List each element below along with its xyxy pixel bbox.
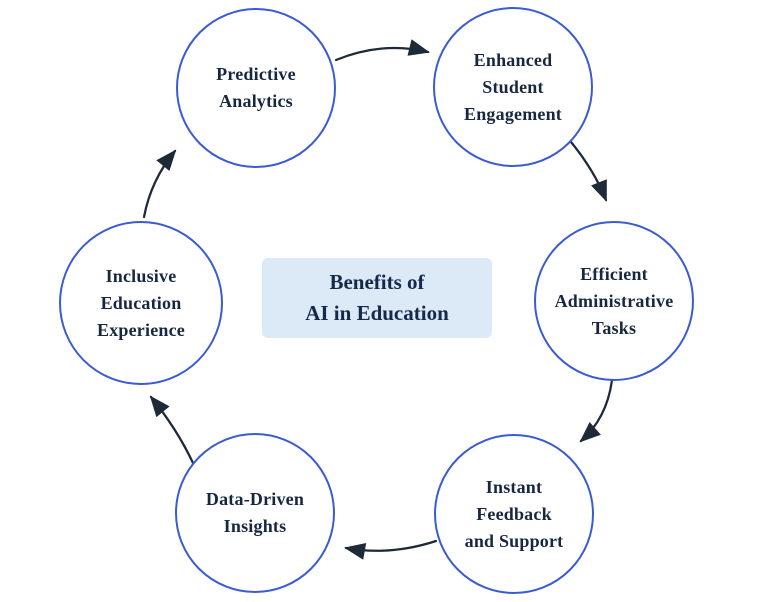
center-title-box: Benefits of AI in Education [262,258,492,338]
node-enhanced-student-engagement: Enhanced Student Engagement [433,7,593,167]
node-label: Enhanced Student Engagement [464,47,562,128]
node-label: Instant Feedback and Support [465,474,564,555]
node-label-line: Instant [485,476,543,497]
arrow-administrative-to-feedback [579,378,614,443]
diagram-title: Benefits of AI in Education [305,267,449,329]
node-label-line: Engagement [464,103,562,124]
node-label-line: Inclusive [105,265,177,286]
arrow-insights-to-inclusive [149,395,195,465]
node-data-driven-insights: Data-Driven Insights [175,433,335,593]
node-label-line: Education [100,292,182,313]
arrow-predictive-to-engagement [334,39,430,62]
node-label-line: Tasks [591,317,637,338]
node-label-line: Efficient [580,263,648,284]
node-label: Efficient Administrative Tasks [555,261,674,342]
node-label: Data-Driven Insights [206,486,304,540]
node-efficient-administrative-tasks: Efficient Administrative Tasks [534,221,694,381]
node-inclusive-education-experience: Inclusive Education Experience [59,221,223,385]
node-label-line: Analytics [219,91,293,111]
node-label-line: Student [482,76,544,97]
node-label-line: Enhanced [473,49,553,70]
node-predictive-analytics: Predictive Analytics [176,8,336,168]
node-label-line: Predictive [216,64,296,84]
node-label-line: and Support [464,530,564,551]
arrow-feedback-to-insights [344,539,438,560]
diagram-title-line: Benefits of [329,270,425,294]
arrow-inclusive-to-predictive [142,149,177,219]
node-label-line: Feedback [476,503,552,524]
diagram-title-line: AI in Education [305,301,449,325]
node-label-line: Administrative [554,290,674,311]
node-label-line: Insights [223,516,287,536]
node-instant-feedback-and-support: Instant Feedback and Support [434,434,594,594]
node-label-line: Data-Driven [205,489,305,509]
node-label: Predictive Analytics [216,61,296,115]
node-label-line: Experience [97,319,185,340]
arrow-engagement-to-administrative [569,140,608,202]
node-label: Inclusive Education Experience [97,263,185,344]
